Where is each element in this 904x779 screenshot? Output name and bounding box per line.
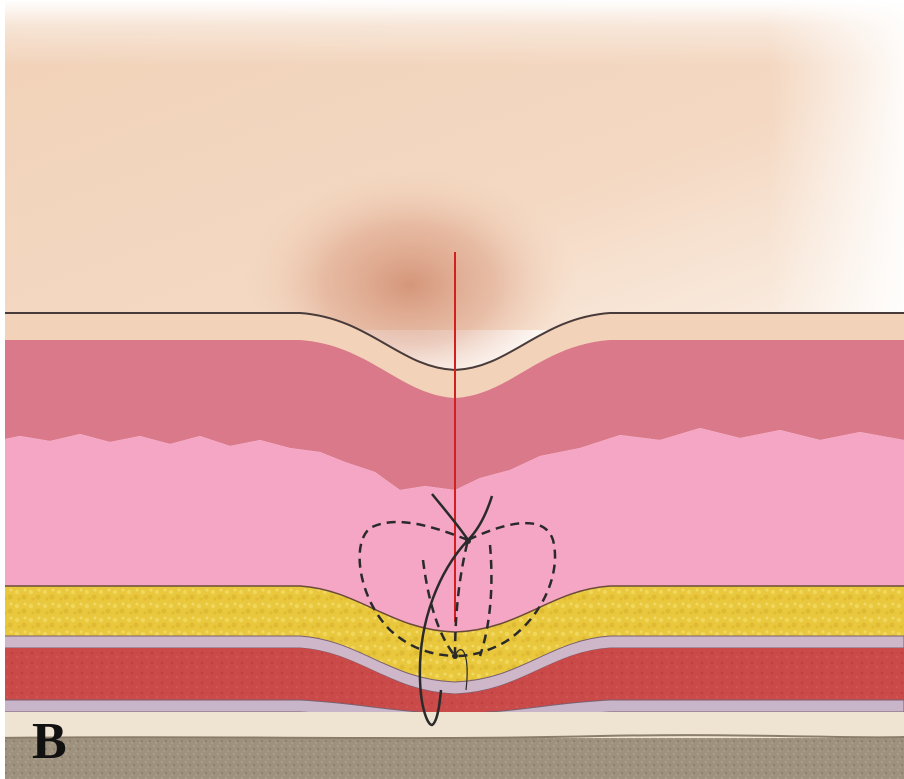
suture-knot-lower [452,653,458,659]
panel-label: B [32,713,67,770]
suture-knot-upper [465,538,471,544]
bone-layer [0,738,904,779]
